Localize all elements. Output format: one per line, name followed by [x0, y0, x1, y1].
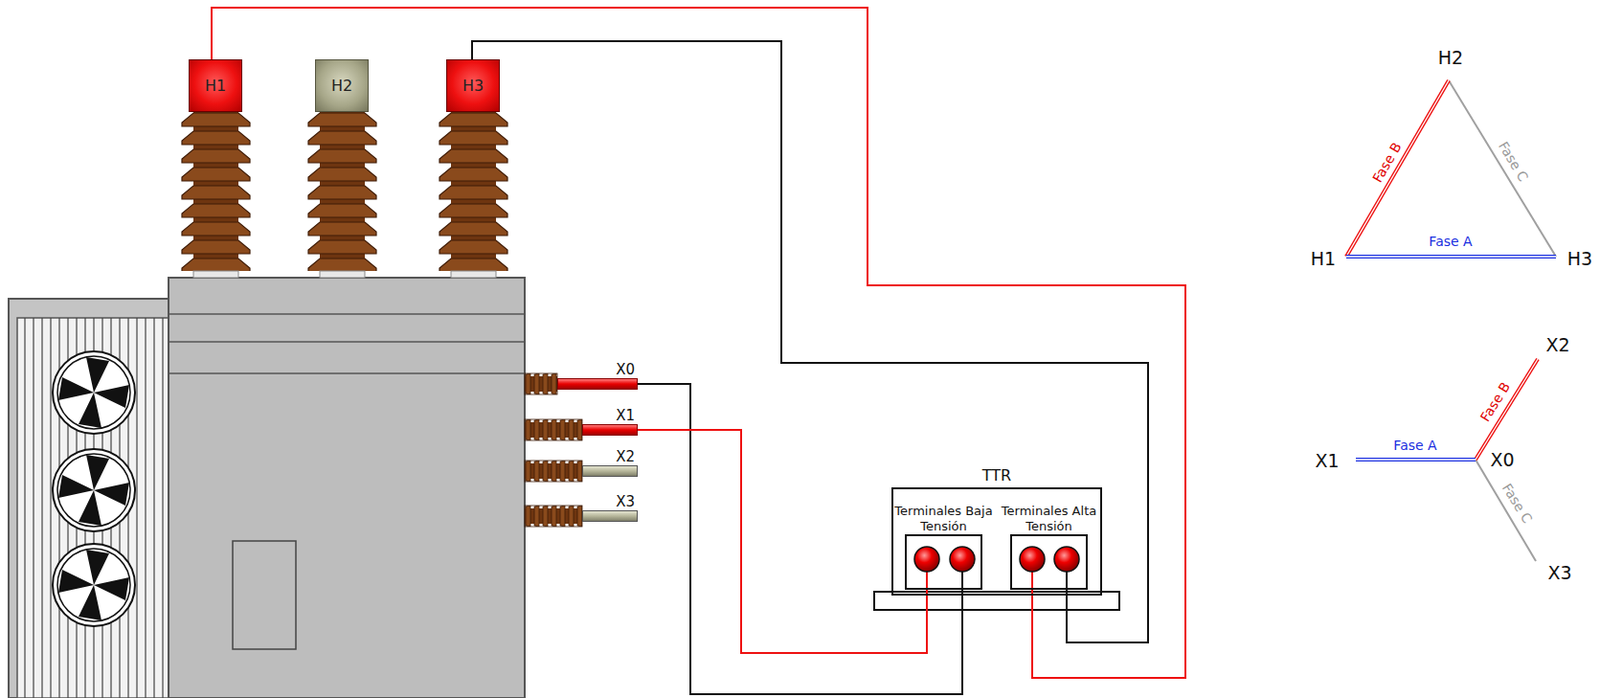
node-text: X1: [615, 406, 635, 425]
hv-terminal-cap: H3: [446, 59, 500, 113]
phase-b-winding: [1475, 359, 1538, 460]
lv-terminal-rod: X3: [582, 510, 638, 522]
bushing-base: [319, 270, 365, 278]
terminal-label: X1: [1312, 450, 1341, 472]
phase-c-winding: [1448, 80, 1556, 257]
tank-band: [168, 314, 525, 374]
terminal-label: X2: [1543, 335, 1572, 356]
hv-bushing: [306, 112, 379, 278]
test-lead: [211, 7, 1186, 678]
terminal-panel: Terminales Alta Tensión: [1010, 534, 1088, 590]
lv-bushing: [524, 373, 558, 395]
terminal-lead: [1031, 571, 1034, 590]
node-text: X0: [615, 360, 635, 379]
node-text: H1: [204, 76, 226, 95]
test-lead: [637, 383, 963, 695]
test-lead: [472, 41, 1149, 643]
test-terminal: [949, 546, 975, 572]
node-text: TTR: [893, 466, 1101, 485]
phase-label: Fase C: [1494, 137, 1533, 186]
radiator-panel: [17, 317, 169, 698]
hv-terminal-cap: H1: [188, 59, 243, 113]
node-text: X3: [615, 493, 635, 511]
bushing-sheds: [306, 112, 379, 271]
node-text: X2: [615, 448, 635, 466]
test-terminal: [914, 546, 940, 572]
lv-bushing: [524, 419, 583, 441]
radiator-fins: [24, 317, 163, 698]
node-text: Terminales Alta Tensión: [999, 503, 1100, 536]
hv-terminal-cap: H2: [315, 59, 369, 113]
transformer-tank: [168, 277, 525, 698]
ttr-instrument: TTRTerminales Baja TensiónTerminales Alt…: [891, 487, 1103, 596]
terminal-label: X3: [1545, 563, 1574, 584]
cooling-fan: [52, 543, 136, 627]
bushing-sheds: [524, 460, 583, 482]
bushing-base: [193, 270, 239, 278]
terminal-label: X0: [1487, 450, 1516, 471]
phase-a-winding: [1346, 254, 1556, 259]
phase-c-winding: [1475, 459, 1536, 562]
phase-a-winding: [1355, 457, 1476, 462]
bushing-sheds: [524, 373, 558, 395]
vertex-label: H2: [1436, 47, 1465, 68]
test-terminal: [1054, 546, 1080, 572]
test-lead: [637, 429, 927, 654]
lv-terminal-rod: X2: [582, 465, 638, 477]
terminal-panel: Terminales Baja Tensión: [904, 534, 983, 590]
phase-a-winding: [1346, 255, 1556, 257]
cooling-fan: [52, 351, 136, 434]
phase-label: Fase B: [1369, 138, 1406, 187]
test-terminal: [1019, 546, 1045, 572]
hv-bushing: [437, 112, 510, 278]
lv-terminal-rod: X0: [557, 378, 638, 390]
hv-bushing: [180, 112, 252, 278]
radiator: [8, 298, 169, 698]
lv-bushing: [524, 505, 583, 527]
vertex-label: H3: [1565, 248, 1595, 270]
node-text: H2: [331, 76, 353, 95]
lv-terminal-rod: X1: [582, 424, 638, 436]
ttr-face: [891, 487, 1103, 596]
terminal-lead: [1065, 571, 1068, 590]
bushing-sheds: [437, 112, 510, 271]
phase-b-winding: [1346, 80, 1449, 257]
phase-label: Fase A: [1391, 438, 1439, 453]
bushing-base: [450, 270, 496, 278]
cooling-fan: [52, 449, 136, 532]
phase-b-winding: [1346, 80, 1449, 257]
vertex-label: H1: [1308, 248, 1338, 270]
terminal-lead: [961, 571, 964, 590]
bushing-sheds: [524, 505, 583, 527]
bushing-sheds: [180, 112, 252, 271]
node-text: Terminales Baja Tensión: [894, 503, 994, 536]
bushing-sheds: [524, 419, 583, 441]
phase-a-winding: [1355, 458, 1476, 460]
phase-label: Fase C: [1497, 479, 1535, 528]
phase-b-winding: [1475, 359, 1538, 460]
terminal-lead: [925, 571, 928, 590]
phase-label: Fase A: [1426, 234, 1474, 249]
phase-label: Fase B: [1476, 378, 1514, 427]
node-text: H3: [462, 76, 484, 95]
lv-bushing: [524, 460, 583, 482]
nameplate: [232, 540, 296, 650]
